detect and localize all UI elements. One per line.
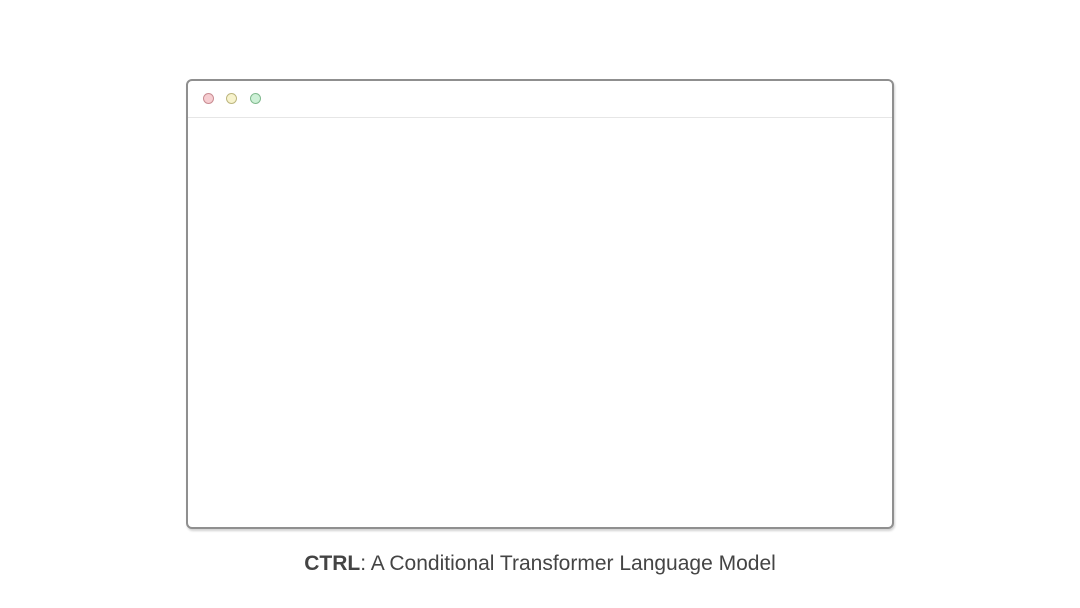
- window-content-area: [188, 118, 892, 527]
- close-window-button[interactable]: [203, 93, 214, 104]
- browser-window: [186, 79, 894, 529]
- caption-title: CTRL: [304, 552, 361, 575]
- window-titlebar: [188, 81, 892, 118]
- caption: CTRL: A Conditional Transformer Language…: [0, 552, 1080, 576]
- minimize-window-button[interactable]: [226, 93, 237, 104]
- maximize-window-button[interactable]: [250, 93, 261, 104]
- caption-subtitle: : A Conditional Transformer Language Mod…: [360, 552, 776, 575]
